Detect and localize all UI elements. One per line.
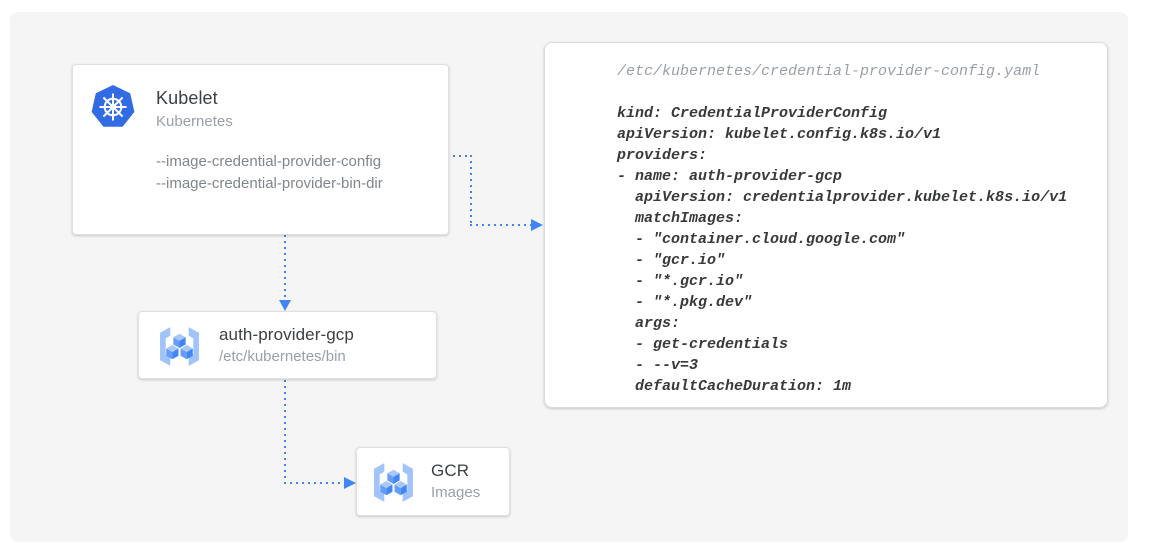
connector-config-to-yaml-segment	[429, 155, 472, 157]
auth-provider-card-subtitle: /etc/kubernetes/bin	[219, 348, 346, 365]
kubelet-flag-bin-dir: --image-credential-provider-bin-dir	[156, 175, 383, 192]
connector-config-to-yaml-segment	[470, 224, 531, 226]
arrowhead-to-yaml-panel	[531, 219, 543, 231]
connector-auth-provider-to-gcr-segment	[284, 482, 344, 484]
arrowhead-to-gcr	[344, 477, 356, 489]
kubernetes-icon	[91, 85, 135, 127]
kubelet-card: Kubelet Kubernetes --image-credential-pr…	[72, 64, 449, 235]
kubelet-card-title: Kubelet	[156, 88, 218, 108]
kubelet-flag-config: --image-credential-provider-config	[156, 153, 382, 170]
auth-provider-card: auth-provider-gcp /etc/kubernetes/bin	[138, 311, 437, 379]
gcr-card-title: GCR	[431, 461, 470, 480]
credential-provider-config-panel: /etc/kubernetes/credential-provider-conf…	[544, 42, 1108, 408]
connector-kubelet-to-auth-provider	[284, 217, 286, 301]
arrowhead-to-auth-provider	[279, 300, 291, 311]
auth-provider-card-title: auth-provider-gcp	[219, 325, 354, 344]
connector-config-to-yaml-segment	[470, 155, 472, 226]
container-registry-icon	[160, 327, 199, 366]
gcr-card-subtitle: Images	[431, 484, 481, 501]
gcr-card: GCR Images	[356, 447, 510, 516]
config-file-path: /etc/kubernetes/credential-provider-conf…	[617, 63, 1041, 80]
kubelet-card-subtitle: Kubernetes	[156, 113, 233, 130]
kubelet-flags: --image-credential-provider-config --ima…	[156, 151, 383, 195]
connector-auth-provider-to-gcr-segment	[284, 380, 286, 483]
container-registry-icon	[374, 463, 413, 502]
